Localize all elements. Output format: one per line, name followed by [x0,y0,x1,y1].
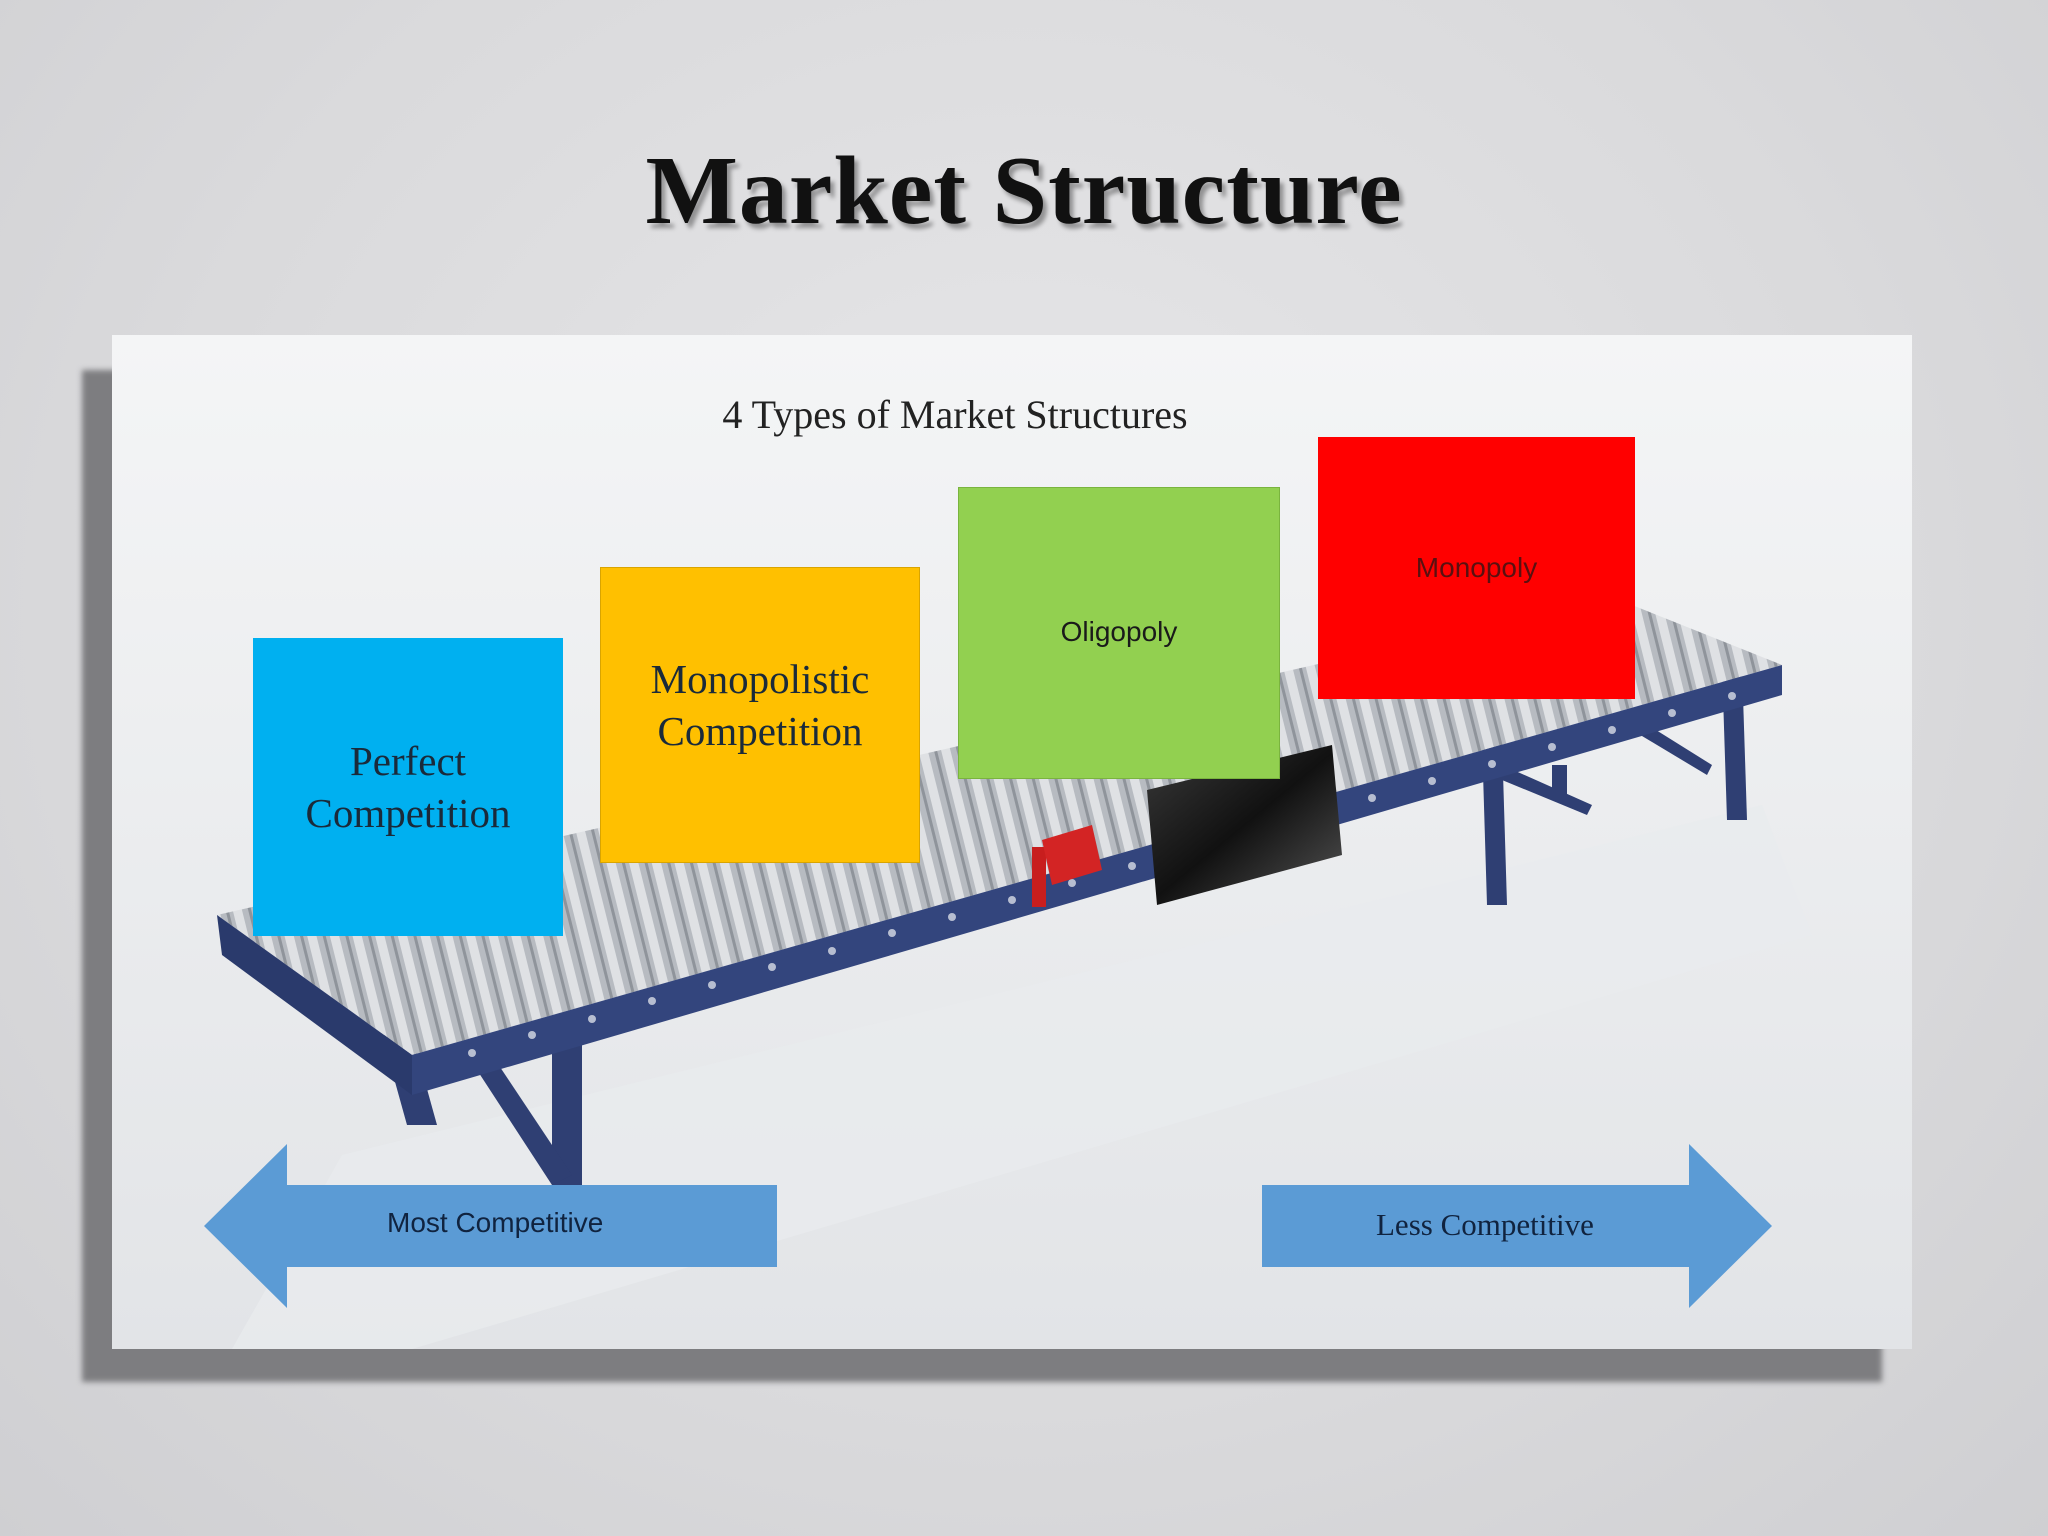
competition-arrows [204,1144,1772,1308]
most-competitive-label: Most Competitive [387,1207,604,1238]
market-structure-image: 4 Types of Market Structures Perfect Com… [112,335,1912,1349]
slide-title: Market Structure [645,137,1403,245]
box-monopolistic-competition: Monopolistic Competition [600,567,920,863]
right-arrow [1262,1144,1772,1308]
box-monopolistic-competition-label: Monopolistic Competition [650,656,870,754]
box-perfect-competition-label: Perfect Competition [305,738,511,836]
box-monopoly-label: Monopoly [1415,552,1538,583]
box-oligopoly: Oligopoly [958,487,1280,779]
diagram-subtitle: 4 Types of Market Structures [722,392,1188,437]
less-competitive-label: Less Competitive [1376,1207,1594,1242]
box-monopoly: Monopoly [1318,437,1635,699]
left-arrow [204,1144,777,1308]
box-perfect-competition: Perfect Competition [253,638,563,936]
box-oligopoly-label: Oligopoly [1060,616,1178,647]
